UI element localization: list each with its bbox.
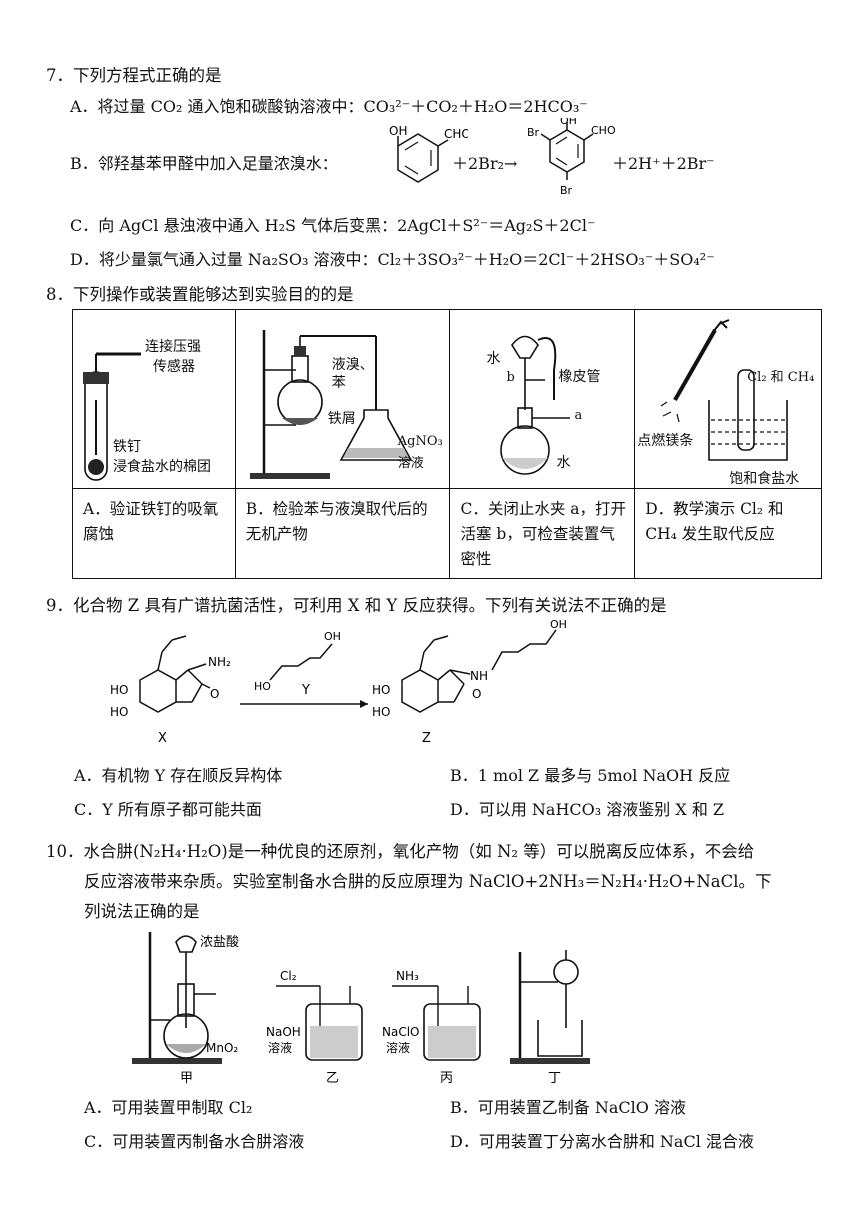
q7-product-br1: Br [527,126,540,139]
q9-y-ho: HO [254,680,271,693]
q8-fig-d-label-2: 点燃镁条 [637,433,694,449]
q7-option-b-plus: ＋2Br₂→ [452,154,518,173]
q10-apparatus: 浓盐酸 MnO₂ 甲 Cl₂ NaOH 溶液 乙 NH₃ NaClO 溶液 丙 … [132,932,590,1084]
q10-option-d: D．可用装置丁分离水合肼和 NaCl 混合液 [450,1132,754,1151]
q9-reaction-scheme: HO HO NH₂ O X HO OH Y HO HO NH O OH Z [110,618,567,746]
q7-product-oh: OH [560,118,577,127]
q8-fig-c-label-3: 橡皮管 [558,369,601,385]
q9-x-nh2: NH₂ [208,655,231,669]
q8-fig-d-label-3: 饱和食盐水 [729,471,800,487]
q9-x-o: O [210,687,219,701]
q7-option-b-prefix: B．邻羟基苯甲醛中加入足量浓溴水： [70,154,338,173]
q8-option-d: D．教学演示 Cl₂ 和 CH₄ 发生取代反应 [634,488,822,579]
q9-x-label: X [158,731,167,746]
q9-x-ho-1: HO [110,683,128,697]
q9-z-oh: OH [550,618,567,631]
q8-fig-c-cell: 水 b 橡皮管 a 水 [449,309,636,489]
q8-fig-a-label-4: 浸食盐水的棉团 [113,459,211,475]
q8-fig-a-label-1: 连接压强 [145,339,201,355]
q8-stem: 8．下列操作或装置能够达到实验目的的是 [46,285,354,304]
q10-option-a: A．可用装置甲制取 Cl₂ [84,1098,253,1117]
q10-option-b: B．可用装置乙制备 NaClO 溶液 [450,1098,686,1117]
q10-fig-nh3: NH₃ [396,969,419,983]
q9-z-label: Z [422,731,431,746]
q8-fig-c-label-2: b [506,370,515,385]
q8-fig-a: 连接压强 传感器 铁钉 浸食盐水的棉团 [73,310,235,488]
q7-reactant-structure: OH CHO [389,126,468,183]
q9-z-nh: NH [470,669,488,683]
q10-fig-jia: 甲 [180,1071,193,1084]
q9-option-b: B．1 mol Z 最多与 5mol NaOH 反应 [450,766,731,785]
q7-stem: 7．下列方程式正确的是 [46,66,222,85]
q8-apparatus-table: 连接压强 传感器 铁钉 浸食盐水的棉团 [72,309,822,579]
q8-fig-d-cell: Cl₂ 和 CH₄ 点燃镁条 饱和食盐水 [634,309,822,489]
q8-fig-d: Cl₂ 和 CH₄ 点燃镁条 饱和食盐水 [635,310,821,488]
q7-product-br2: Br [560,184,573,197]
q10-fig-mno2: MnO₂ [206,1041,238,1055]
q10-fig-cl2: Cl₂ [280,969,297,983]
q10-stem-line-2: 反应溶液带来杂质。实验室制备水合肼的反应原理为 NaClO+2NH₃＝N₂H₄·… [84,872,772,891]
q8-fig-a-label-3: 铁钉 [113,439,141,455]
q8-fig-c-label-4: a [574,408,583,423]
q9-y-oh: OH [324,630,341,643]
q9-y-label: Y [301,683,310,698]
q7-oh-label: OH [389,126,407,138]
q9-stem: 9．化合物 Z 具有广谱抗菌活性，可利用 X 和 Y 反应获得。下列有关说法不正… [46,596,667,615]
q10-fig-naoh-1: NaOH [266,1025,301,1039]
q8-fig-b-cell: 液溴、 苯 铁屑 AgNO₃ 溶液 [234,309,451,489]
q10-fig-naclo-2: 溶液 [386,1040,410,1055]
q8-fig-b-label-4: AgNO₃ [397,434,443,449]
q9-z-ho-1: HO [372,683,390,697]
q8-fig-c-label-1: 水 [486,351,501,367]
q9-x-ho-2: HO [110,705,128,719]
q9-option-a: A．有机物 Y 存在顺反异构体 [74,766,283,785]
q7-option-d: D．将少量氯气通入过量 Na₂SO₃ 溶液中：Cl₂＋3SO₃²⁻＋H₂O＝2C… [70,250,715,269]
q9-z-o: O [472,687,481,701]
q10-fig-naclo-1: NaClO [382,1025,420,1039]
q8-option-b: B．检验苯与液溴取代后的无机产物 [234,488,451,579]
q8-fig-c: 水 b 橡皮管 a 水 [450,310,634,488]
q8-fig-b-label-3: 铁屑 [327,411,356,427]
q7-option-c: C．向 AgCl 悬浊液中通入 H₂S 气体后变黑：2AgCl＋S²⁻＝Ag₂S… [70,216,596,235]
q8-fig-d-label-1: Cl₂ 和 CH₄ [747,370,815,385]
q9-option-d: D．可以用 NaHCO₃ 溶液鉴别 X 和 Z [450,800,725,819]
q10-fig-ding: 丁 [548,1071,561,1084]
q8-option-c: C．关闭止水夹 a，打开活塞 b，可检查装置气密性 [449,488,636,579]
q10-fig-naoh-2: 溶液 [268,1040,292,1055]
q10-option-c: C．可用装置丙制备水合肼溶液 [84,1132,305,1151]
q8-fig-a-cell: 连接压强 传感器 铁钉 浸食盐水的棉团 [72,309,236,489]
q8-fig-b-label-1: 液溴、 [331,357,374,373]
q8-fig-b-label-5: 溶液 [397,456,424,471]
q10-stem-line-1: 10．水合肼(N₂H₄·H₂O)是一种优良的还原剂，氧化产物（如 N₂ 等）可以… [46,842,755,861]
q7-option-b-products: ＋2H⁺＋2Br⁻ [612,154,715,173]
q9-option-c: C．Y 所有原子都可能共面 [74,800,262,819]
q10-fig-bing: 丙 [440,1071,453,1084]
q7-option-a: A．将过量 CO₂ 通入饱和碳酸钠溶液中：CO₃²⁻＋CO₂＋H₂O＝2HCO₃… [70,97,588,116]
q10-fig-hcl: 浓盐酸 [200,935,239,950]
q7-product-cho: CHO [591,124,615,137]
q7-product-structure: OH CHO Br Br [527,118,615,197]
q8-option-a: A．验证铁钉的吸氧腐蚀 [72,488,236,579]
q10-fig-yi: 乙 [326,1071,339,1084]
q7-cho-label: CHO [444,127,468,141]
q9-z-ho-2: HO [372,705,390,719]
q10-stem-line-3: 列说法正确的是 [84,902,200,921]
q8-fig-b: 液溴、 苯 铁屑 AgNO₃ 溶液 [236,310,450,488]
q8-fig-c-label-5: 水 [556,455,571,471]
q8-fig-b-label-2: 苯 [331,375,346,391]
q8-fig-a-label-2: 传感器 [153,359,195,375]
